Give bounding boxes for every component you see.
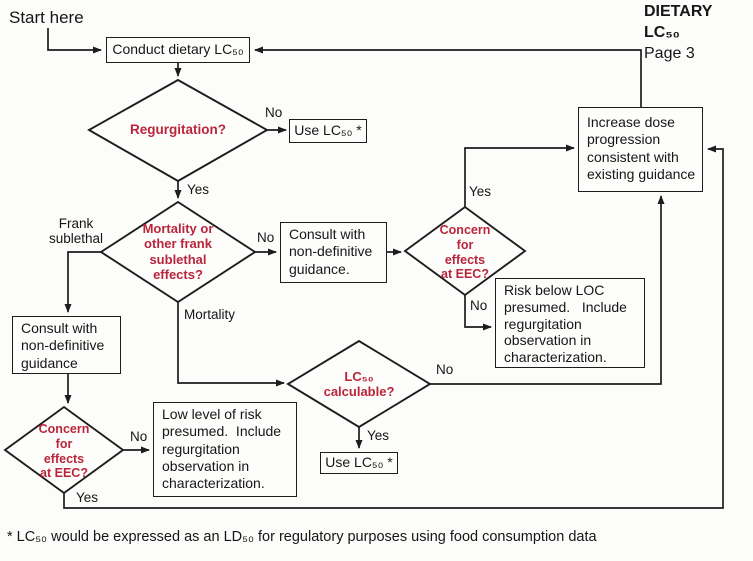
edge-lc50-no-to-increase [430, 195, 665, 385]
edge-eec-top-no [464, 295, 492, 331]
edge-label-lc50-yes: Yes [367, 428, 390, 443]
edge-increase-to-conduct [254, 46, 642, 107]
decision-regurgitation-label: Regurgitation? [130, 122, 226, 137]
footnote: * LC₅₀ would be expressed as an LD₅₀ for… [7, 529, 597, 545]
node-use-lc50-top: Use LC₅₀ * [289, 119, 367, 143]
decision-eec-bottom-shape [3, 405, 125, 495]
page-number: Page 3 [644, 44, 695, 62]
edge-label-eec-bottom-yes: Yes [76, 490, 99, 505]
start-here-label: Start here [9, 8, 84, 27]
edge-label-mortality: Mortality [184, 307, 236, 322]
edge-eec-top-yes [464, 144, 575, 207]
node-conduct-dietary-lc50: Conduct dietary LC₅₀ [106, 37, 250, 63]
edge-label-lc50-no: No [436, 362, 454, 377]
edge-frank-sublethal [64, 251, 101, 313]
decision-mortality-effects-label: Mortality or other frank sublethal effec… [142, 221, 214, 282]
edge-label-regurgitation-yes: Yes [187, 182, 210, 197]
edge-label-eec-top-yes: Yes [469, 184, 492, 199]
node-use-lc50-bottom: Use LC₅₀ * [320, 452, 398, 474]
page-title: DIETARY LC₅₀ [644, 3, 713, 41]
decision-mortality-effects-shape [99, 200, 257, 304]
edge-mortality-to-lc50-calculable [177, 302, 285, 387]
decision-eec-bottom-label: Concern for effects at EEC? [38, 422, 90, 481]
page-title-block: DIETARY LC₅₀ Page 3 [644, 2, 750, 64]
node-consult-non-definitive-mid: Consult with non-definitive guidance. [280, 222, 387, 283]
edge-label-frank-sublethal: Frank sublethal [48, 216, 104, 246]
decision-lc50-calculable-label: LC₅₀ calculable? [323, 369, 395, 400]
decision-eec-top-shape [403, 205, 527, 297]
edge-label-eec-bottom-no: No [130, 429, 148, 444]
decision-regurgitation-shape [87, 78, 269, 183]
node-low-level-risk: Low level of risk presumed. Include regu… [153, 402, 297, 497]
edge-label-eec-top-no: No [470, 298, 488, 313]
edge-label-regurgitation-no: No [265, 105, 283, 120]
edge-eec-bottom-yes-to-increase [63, 145, 724, 509]
edge-start-to-conduct [47, 28, 102, 54]
decision-eec-top-label: Concern for effects at EEC? [439, 223, 491, 282]
decision-lc50-calculable-shape [286, 339, 432, 429]
node-consult-non-definitive-left: Consult with non-definitive guidance [12, 316, 121, 374]
node-risk-below-loc: Risk below LOC presumed. Include regurgi… [495, 278, 645, 368]
node-increase-dose-progression: Increase dose progression consistent wit… [578, 107, 703, 192]
edge-label-mortality-no: No [257, 230, 275, 245]
